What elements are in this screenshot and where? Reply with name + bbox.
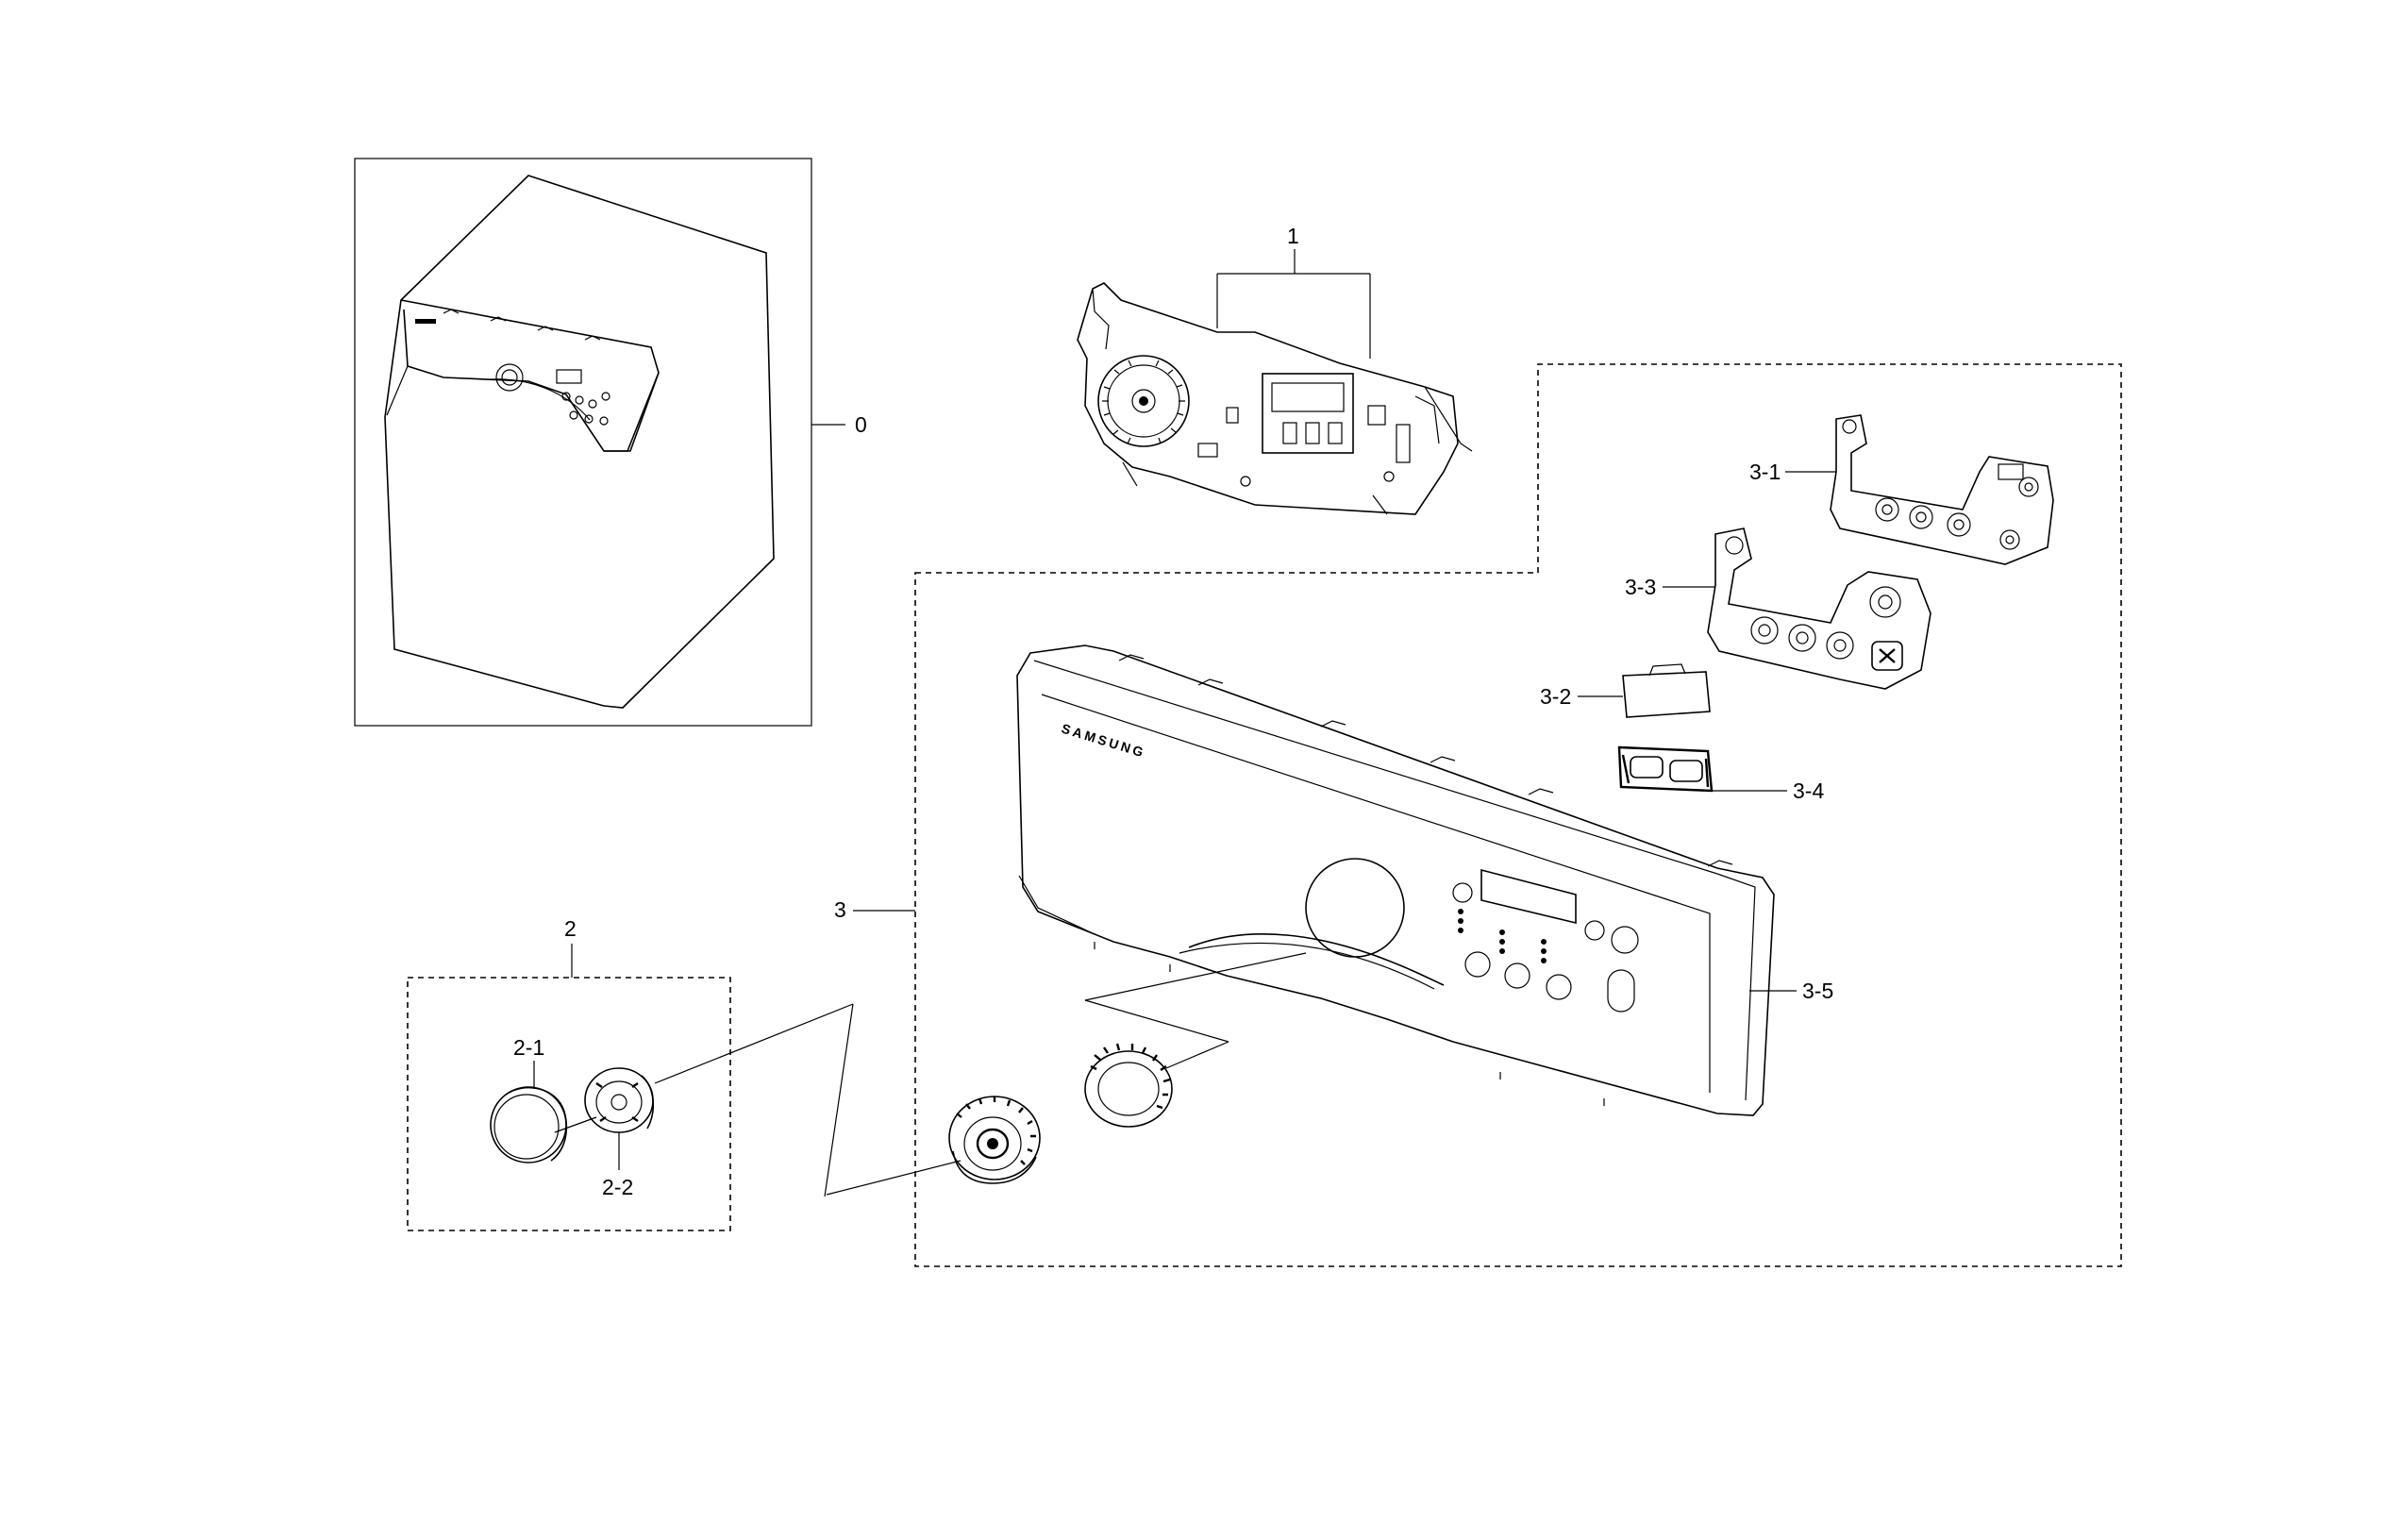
knob-body	[948, 1096, 1041, 1184]
callout-3-4: 3-4	[1793, 778, 1824, 803]
callout-3: 3	[834, 897, 846, 922]
part-3-2-display-window	[1622, 663, 1711, 718]
part-3-5-control-panel: SAMSUNG	[1016, 644, 1775, 1116]
assembly-0-frame	[354, 158, 812, 727]
pcb-board-outline	[1077, 282, 1459, 515]
assembly-0-group: 0	[354, 158, 867, 727]
part-3-1-bracket	[1830, 414, 2054, 565]
callout-3-3: 3-3	[1625, 575, 1656, 599]
part-1-group: 1	[1077, 224, 1473, 515]
cabinet-logo-mark	[415, 319, 436, 324]
part-3-4-actuator	[1617, 745, 1714, 793]
callout-3-1: 3-1	[1749, 460, 1781, 484]
callout-1: 1	[1287, 224, 1299, 248]
part-2-1-knob-cap	[490, 1086, 568, 1163]
assembly-2-frame	[407, 977, 731, 1231]
callout-2-2: 2-2	[602, 1175, 633, 1199]
callout-2: 2	[564, 916, 577, 941]
callout-3-2: 3-2	[1540, 684, 1571, 709]
panel-knob-opening	[1305, 858, 1405, 958]
cabinet-control-panel	[403, 309, 660, 452]
callout-3-5: 3-5	[1802, 979, 1833, 1003]
panel-brand-logo: SAMSUNG	[1060, 721, 1147, 761]
part-2-2-knob-base	[584, 1067, 655, 1133]
assembly-3-frame	[914, 363, 2122, 1267]
assembly-3-group: 3 3-1 3-3	[826, 363, 2122, 1267]
pcb-encoder-ring	[1097, 355, 1190, 447]
panel-display	[1480, 868, 1577, 925]
knob-dial-ring	[1084, 1043, 1173, 1128]
pcb-display-block	[1262, 373, 1354, 454]
callout-0: 0	[855, 412, 867, 437]
cabinet-outline	[384, 175, 775, 709]
assembly-2-group: 2 2-1 2-2	[407, 916, 854, 1231]
cabinet-dial-icon	[495, 363, 524, 392]
callout-2-1: 2-1	[513, 1035, 544, 1060]
part-3-3-bracket	[1707, 527, 1931, 690]
